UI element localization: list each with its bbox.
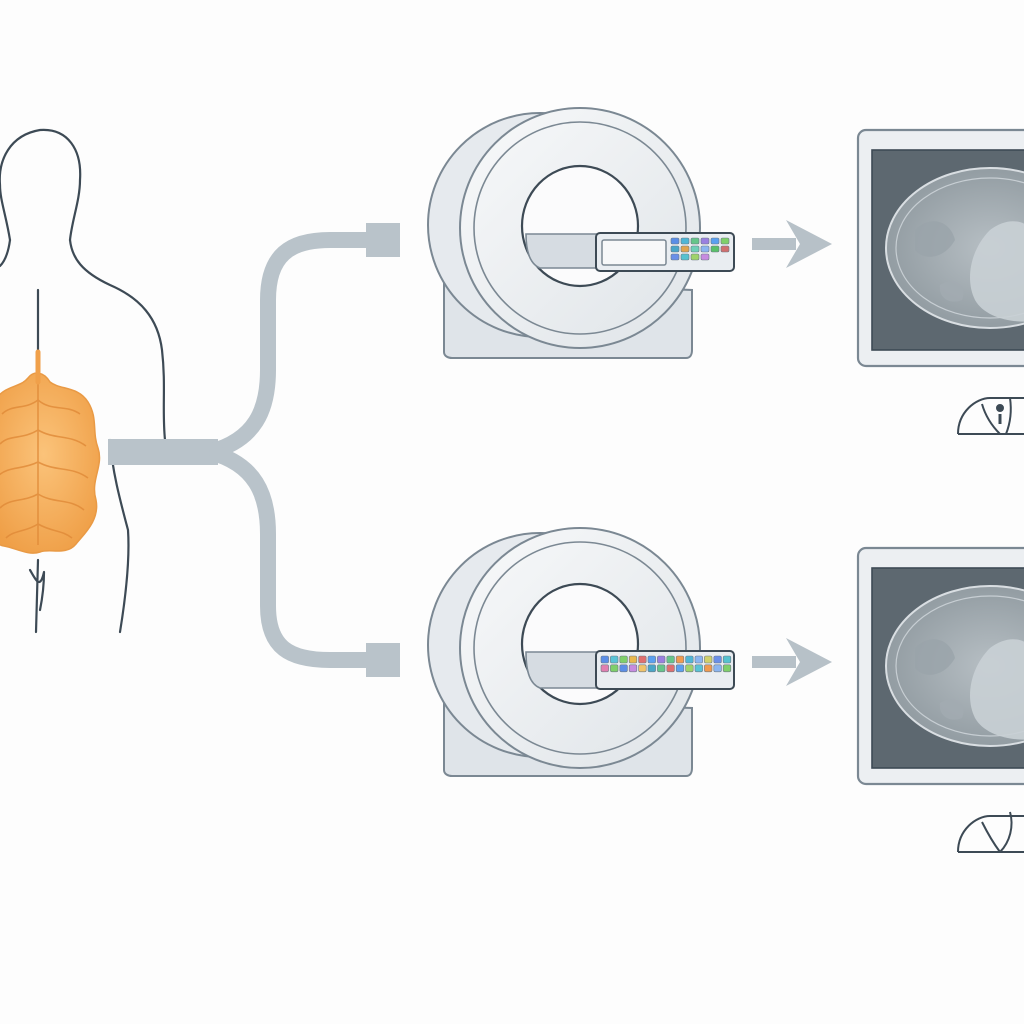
human-body-outline <box>0 128 167 634</box>
ct-scanner-bottom <box>427 527 735 777</box>
arrow-bottom <box>752 638 832 686</box>
panel-key <box>647 655 656 664</box>
panel-key <box>647 664 656 673</box>
panel-key <box>694 655 703 664</box>
panel-keys-top <box>670 237 730 261</box>
arrow-top <box>752 220 832 268</box>
panel-key <box>657 664 666 673</box>
panel-key <box>722 655 732 664</box>
panel-keys-bottom <box>600 655 732 673</box>
panel-key <box>670 237 680 245</box>
panel-key <box>619 655 628 664</box>
panel-key <box>690 253 700 261</box>
panel-key <box>619 664 628 673</box>
panel-key <box>720 237 730 245</box>
panel-key <box>666 664 675 673</box>
gauge-icon-top <box>957 397 1024 435</box>
panel-key <box>628 664 638 673</box>
panel-key <box>680 253 690 261</box>
panel-key <box>685 655 694 664</box>
panel-key <box>670 253 680 261</box>
panel-key <box>700 237 710 245</box>
gauge-icon-bottom <box>957 811 1024 853</box>
panel-key <box>600 664 609 673</box>
monitor-bottom <box>856 546 1024 786</box>
scan-image-top <box>885 167 1024 329</box>
panel-key <box>628 655 638 664</box>
tube-upper-plug <box>366 223 400 257</box>
abdominal-organ <box>0 349 101 554</box>
tube-lower-plug <box>366 643 400 677</box>
panel-key <box>675 655 685 664</box>
ct-scanner-top <box>427 107 735 359</box>
panel-key <box>722 664 732 673</box>
connector-tubes <box>108 232 372 668</box>
panel-key <box>680 237 690 245</box>
panel-key <box>704 655 713 664</box>
panel-key <box>638 664 647 673</box>
panel-key <box>657 655 666 664</box>
panel-key <box>610 664 619 673</box>
panel-key <box>710 237 720 245</box>
panel-key <box>700 245 710 253</box>
monitor-top <box>856 128 1024 368</box>
panel-key <box>685 664 694 673</box>
panel-key <box>680 245 690 253</box>
panel-key <box>610 655 619 664</box>
panel-key <box>690 237 700 245</box>
tube-lower <box>207 444 372 668</box>
panel-display-top <box>601 239 667 266</box>
panel-key <box>694 664 703 673</box>
panel-key <box>704 664 713 673</box>
panel-key <box>720 245 730 253</box>
panel-key <box>713 655 722 664</box>
panel-key <box>670 245 680 253</box>
panel-key <box>600 655 609 664</box>
panel-key <box>713 664 722 673</box>
panel-key <box>700 253 710 261</box>
tube-upper <box>207 232 372 460</box>
panel-key <box>638 655 647 664</box>
scan-image-bottom <box>885 585 1024 747</box>
panel-key <box>675 664 685 673</box>
panel-key <box>666 655 675 664</box>
panel-key <box>710 245 720 253</box>
panel-key <box>690 245 700 253</box>
